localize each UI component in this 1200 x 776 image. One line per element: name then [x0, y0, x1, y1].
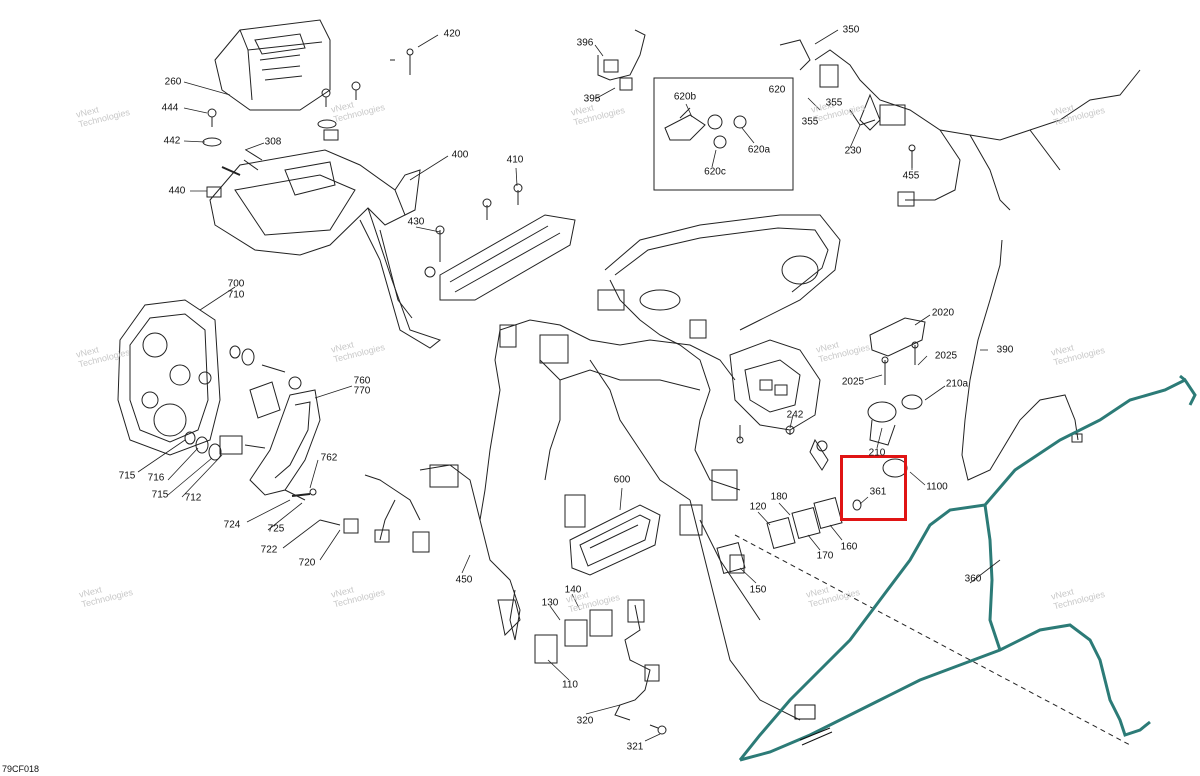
callout-label[interactable]: 150 [749, 584, 767, 596]
connector-620-part [664, 107, 747, 149]
callout-label[interactable]: 600 [613, 474, 631, 486]
callout-label[interactable]: 2025 [841, 376, 865, 388]
connector-cluster-bottom [534, 599, 667, 735]
callout-label[interactable]: 160 [840, 541, 858, 553]
callout-label[interactable]: 715 [151, 489, 169, 501]
connector-396-part [597, 29, 646, 91]
callout-label[interactable]: 130 [541, 597, 559, 609]
console-cover-part [214, 19, 331, 111]
callout-label[interactable]: 760 [353, 375, 371, 387]
display-cluster-part [569, 504, 661, 576]
gauge-housing-part [117, 299, 221, 456]
inset-box-620 [653, 77, 794, 191]
callout-label[interactable]: 420 [443, 28, 461, 40]
diagram-code: 79CF018 [2, 764, 40, 774]
callout-label[interactable]: 242 [786, 409, 804, 421]
callout-label[interactable]: 620c [704, 166, 726, 178]
callout-label[interactable]: 210 [868, 447, 886, 459]
wire-360-part [738, 374, 1197, 762]
callout-label[interactable]: 716 [147, 472, 165, 484]
callout-label[interactable]: 350 [842, 24, 860, 36]
callout-label[interactable]: 620b [673, 91, 697, 103]
relay-plate-part [729, 339, 821, 444]
callout-label[interactable]: 430 [407, 216, 425, 228]
callout-label[interactable]: 110 [562, 679, 578, 691]
callout-label[interactable]: 308 [264, 136, 282, 148]
callout-label[interactable]: 170 [816, 550, 834, 562]
cable-390-part [961, 239, 1083, 481]
callout-label[interactable]: 700 [227, 278, 245, 290]
callout-label[interactable]: 440 [168, 185, 186, 197]
callout-label[interactable]: 230 [844, 145, 862, 157]
callout-label[interactable]: 720 [298, 557, 316, 569]
connector-end-part [794, 704, 833, 746]
callout-label[interactable]: 712 [184, 492, 202, 504]
callout-label[interactable]: 180 [770, 491, 788, 503]
callout-label[interactable]: 320 [576, 715, 594, 727]
callout-label[interactable]: 210a [945, 378, 969, 390]
callout-label[interactable]: 1100 [926, 481, 948, 493]
callout-label[interactable]: 360 [964, 573, 982, 585]
callout-label[interactable]: 395 [583, 93, 601, 105]
callout-label[interactable]: 762 [320, 452, 338, 464]
pedal-bracket-part [249, 389, 359, 534]
callout-label[interactable]: 724 [223, 519, 241, 531]
callout-label[interactable]: 620 [768, 84, 786, 96]
main-harness-part [364, 214, 841, 721]
callout-label[interactable]: 455 [902, 170, 920, 182]
callout-leaders [137, 29, 1001, 742]
callout-label[interactable]: 715 [118, 470, 136, 482]
key-switch-part [809, 317, 926, 511]
callout-label[interactable]: 140 [564, 584, 582, 596]
connector-row-part [716, 496, 843, 575]
support-bar-part [424, 183, 576, 301]
callout-label[interactable]: 710 [227, 289, 245, 301]
callout-label[interactable]: 400 [451, 149, 469, 161]
callout-label[interactable]: 725 [267, 523, 285, 535]
callout-label[interactable]: 620a [747, 144, 771, 156]
callout-label[interactable]: 396 [576, 37, 594, 49]
callout-label[interactable]: 355 [801, 116, 819, 128]
callout-label[interactable]: 120 [749, 501, 767, 513]
callout-label[interactable]: 260 [164, 76, 182, 88]
callout-label[interactable]: 770 [353, 385, 371, 397]
washer-stack-part [184, 345, 302, 461]
callout-label[interactable]: 321 [626, 741, 644, 753]
callout-label[interactable]: 361 [869, 486, 887, 498]
callout-label[interactable]: 450 [455, 574, 473, 586]
callout-label[interactable]: 410 [506, 154, 524, 166]
fastener-group-left [202, 48, 414, 198]
callout-label[interactable]: 355 [825, 97, 843, 109]
callout-label[interactable]: 444 [161, 102, 179, 114]
callout-label[interactable]: 2025 [934, 350, 958, 362]
highlight-box [840, 455, 907, 521]
callout-label[interactable]: 2020 [931, 307, 955, 319]
callout-label[interactable]: 442 [163, 135, 181, 147]
leader-dashed [734, 534, 1131, 746]
callout-label[interactable]: 722 [260, 544, 278, 556]
mounting-bracket-part [209, 149, 442, 349]
harness-350-part [779, 39, 1141, 211]
callout-label[interactable]: 390 [996, 344, 1014, 356]
